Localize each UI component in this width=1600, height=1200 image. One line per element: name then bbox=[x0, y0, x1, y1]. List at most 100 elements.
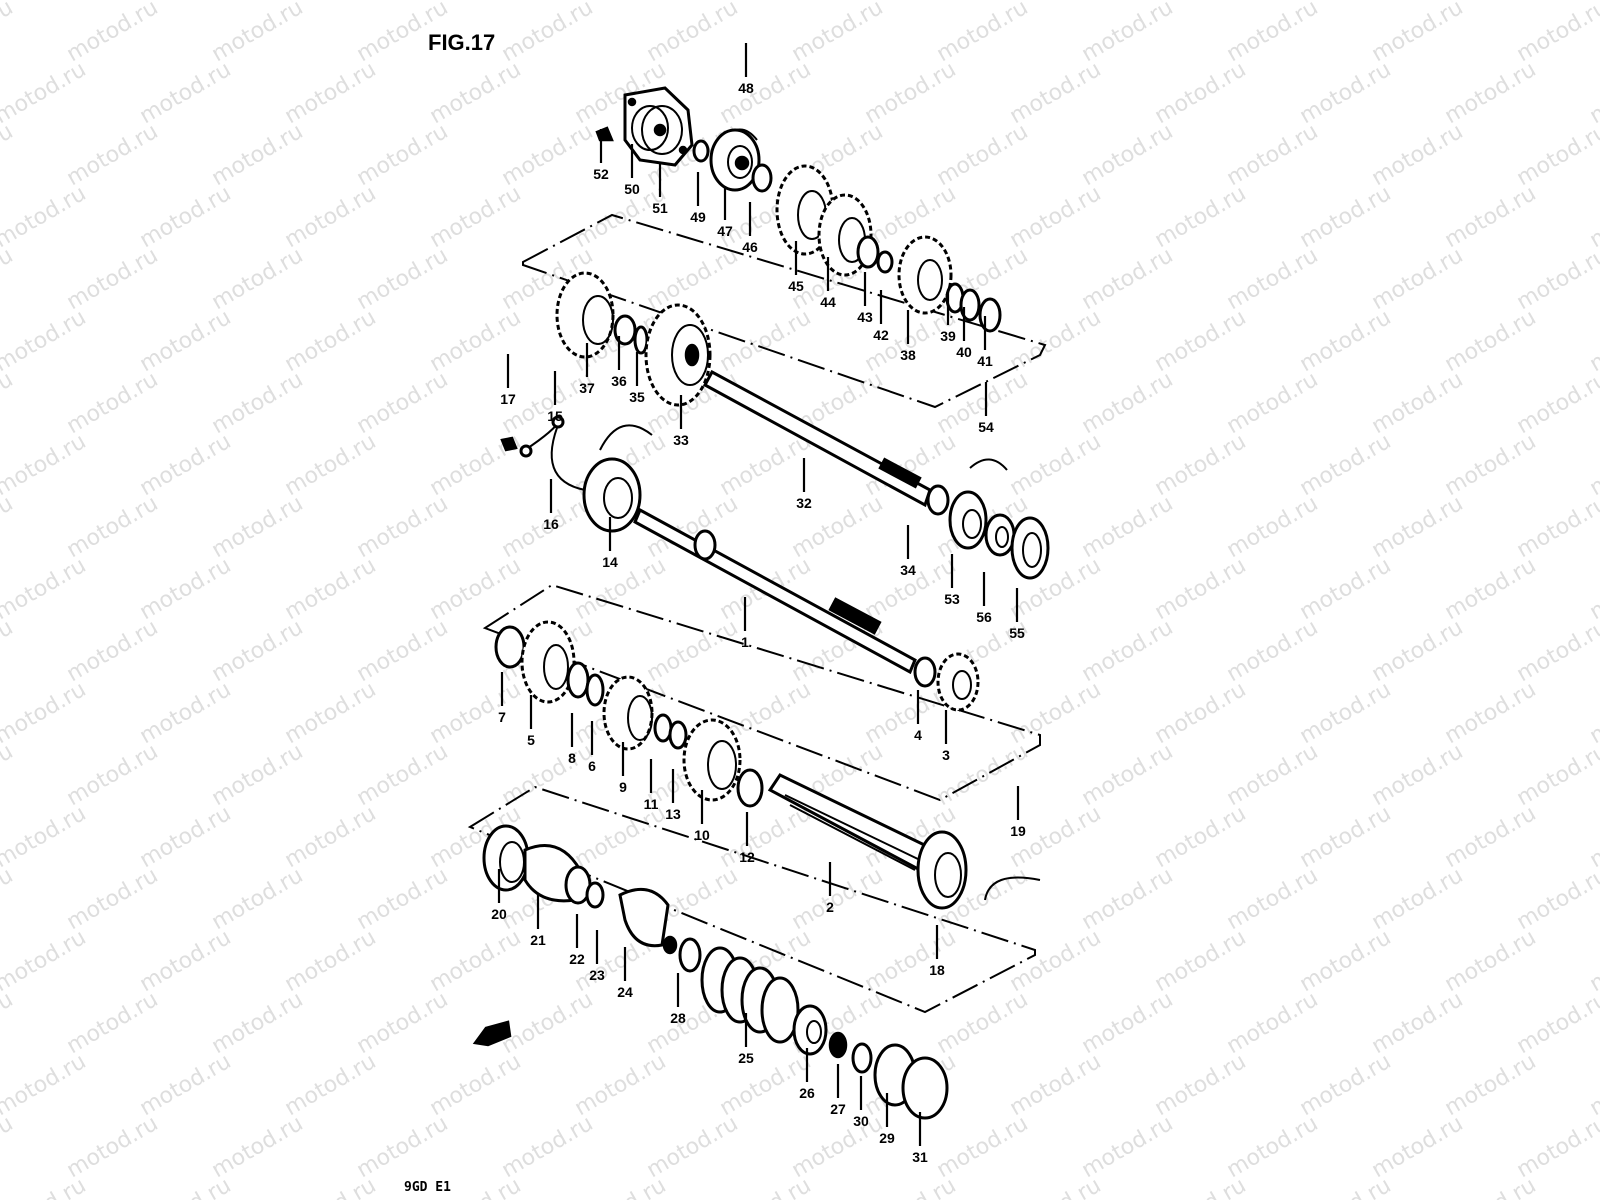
washer-30 bbox=[851, 1042, 873, 1074]
washer-13 bbox=[668, 720, 688, 750]
washer-8 bbox=[566, 661, 590, 699]
oil-seal-55 bbox=[1010, 516, 1050, 580]
part-callout-54: 54 bbox=[978, 419, 994, 435]
part-callout-11: 11 bbox=[644, 796, 659, 812]
bushing-43 bbox=[856, 235, 880, 269]
part-callout-50: 50 bbox=[624, 181, 640, 197]
part-callout-24: 24 bbox=[617, 984, 633, 1000]
gear-38 bbox=[897, 235, 953, 315]
part-callout-2: 2 bbox=[826, 899, 834, 915]
group-box-output bbox=[467, 785, 1036, 1014]
washer-42 bbox=[876, 250, 894, 274]
countershaft-32 bbox=[702, 369, 932, 508]
part-callout-23: 23 bbox=[589, 967, 605, 983]
part-callout-55: 55 bbox=[1009, 625, 1025, 641]
gear-33 bbox=[644, 303, 712, 407]
part-callout-1: 1 bbox=[741, 634, 749, 650]
gear-37 bbox=[555, 271, 615, 359]
cap-31 bbox=[901, 1056, 949, 1120]
gear-3 bbox=[936, 652, 980, 712]
o-ring-49 bbox=[692, 139, 710, 163]
washer-23 bbox=[585, 881, 605, 909]
arrow-front-icon bbox=[472, 1020, 512, 1047]
part-callout-5: 5 bbox=[527, 732, 535, 748]
circlip-27 bbox=[828, 1031, 848, 1059]
callout-labels: 1234567891011121314151617181920212223242… bbox=[491, 43, 1026, 1165]
part-callout-30: 30 bbox=[853, 1113, 869, 1129]
part-callout-31: 31 bbox=[912, 1149, 928, 1165]
oil-seal-18 bbox=[916, 830, 968, 910]
bearing-stopper-16 bbox=[524, 419, 586, 491]
part-callout-53: 53 bbox=[944, 591, 960, 607]
part-callout-8: 8 bbox=[568, 750, 576, 766]
part-callout-44: 44 bbox=[820, 294, 836, 310]
part-callout-26: 26 bbox=[799, 1085, 815, 1101]
part-callout-7: 7 bbox=[498, 709, 506, 725]
gear-9 bbox=[602, 675, 654, 751]
oil-seal-20 bbox=[482, 824, 530, 892]
washer-34 bbox=[926, 484, 950, 516]
circlip-6 bbox=[585, 673, 605, 707]
part-callout-52: 52 bbox=[593, 166, 609, 182]
part-callout-38: 38 bbox=[900, 347, 916, 363]
bushing-7 bbox=[494, 625, 526, 669]
part-callout-4: 4 bbox=[914, 727, 922, 743]
part-callout-19: 19 bbox=[1010, 823, 1026, 839]
bearing-53 bbox=[948, 490, 988, 550]
circlip-40 bbox=[959, 288, 981, 322]
part-callout-27: 27 bbox=[830, 1101, 846, 1117]
part-callout-34: 34 bbox=[900, 562, 916, 578]
part-callout-28: 28 bbox=[670, 1010, 686, 1026]
part-callout-37: 37 bbox=[579, 380, 595, 396]
group-box-countershaft bbox=[522, 213, 1047, 409]
part-callout-21: 21 bbox=[530, 932, 546, 948]
bearing-47 bbox=[709, 128, 761, 192]
part-callout-41: 41 bbox=[977, 353, 993, 369]
figure-title: FIG.17 bbox=[428, 30, 496, 55]
spacer-28 bbox=[678, 937, 702, 973]
part-callout-29: 29 bbox=[879, 1130, 895, 1146]
gear-5 bbox=[520, 620, 576, 704]
circlip-54 bbox=[969, 458, 1008, 471]
part-callout-49: 49 bbox=[690, 209, 706, 225]
part-callout-48: 48 bbox=[738, 80, 754, 96]
bushing-12 bbox=[736, 768, 764, 808]
screw-17 bbox=[500, 436, 518, 452]
driveshaft-1 bbox=[633, 507, 917, 675]
part-callout-18: 18 bbox=[929, 962, 945, 978]
part-callout-9: 9 bbox=[619, 779, 627, 795]
part-callout-3: 3 bbox=[942, 747, 950, 763]
spacer-56 bbox=[984, 513, 1016, 557]
part-callout-25: 25 bbox=[738, 1050, 754, 1066]
gear-10 bbox=[682, 718, 742, 802]
part-callout-43: 43 bbox=[857, 309, 873, 325]
part-callout-36: 36 bbox=[611, 373, 627, 389]
part-callout-12: 12 bbox=[739, 849, 755, 865]
part-callout-47: 47 bbox=[717, 223, 733, 239]
part-callout-33: 33 bbox=[673, 432, 689, 448]
part-callout-42: 42 bbox=[873, 327, 889, 343]
part-callout-15: 15 bbox=[547, 408, 563, 424]
bearing-41 bbox=[978, 297, 1002, 333]
part-callout-14: 14 bbox=[602, 554, 618, 570]
part-callout-39: 39 bbox=[940, 328, 956, 344]
part-callout-35: 35 bbox=[629, 389, 645, 405]
bearing-retainer-plate bbox=[595, 86, 694, 167]
part-callout-20: 20 bbox=[491, 906, 507, 922]
circlip-15 bbox=[599, 424, 653, 451]
group-box-driveshaft bbox=[482, 583, 1041, 802]
part-callout-10: 10 bbox=[694, 827, 710, 843]
part-callout-16: 16 bbox=[543, 516, 559, 532]
damper-cam-24 bbox=[618, 887, 678, 955]
bearing-14 bbox=[582, 457, 642, 533]
part-callout-45: 45 bbox=[788, 278, 804, 294]
part-callout-32: 32 bbox=[796, 495, 812, 511]
part-callout-40: 40 bbox=[956, 344, 972, 360]
part-callout-46: 46 bbox=[742, 239, 758, 255]
part-callout-6: 6 bbox=[588, 758, 596, 774]
washer-4 bbox=[913, 656, 937, 688]
washer-46 bbox=[751, 163, 773, 193]
footer-code: 9GD E1 bbox=[404, 1180, 451, 1195]
part-callout-13: 13 bbox=[665, 806, 681, 822]
